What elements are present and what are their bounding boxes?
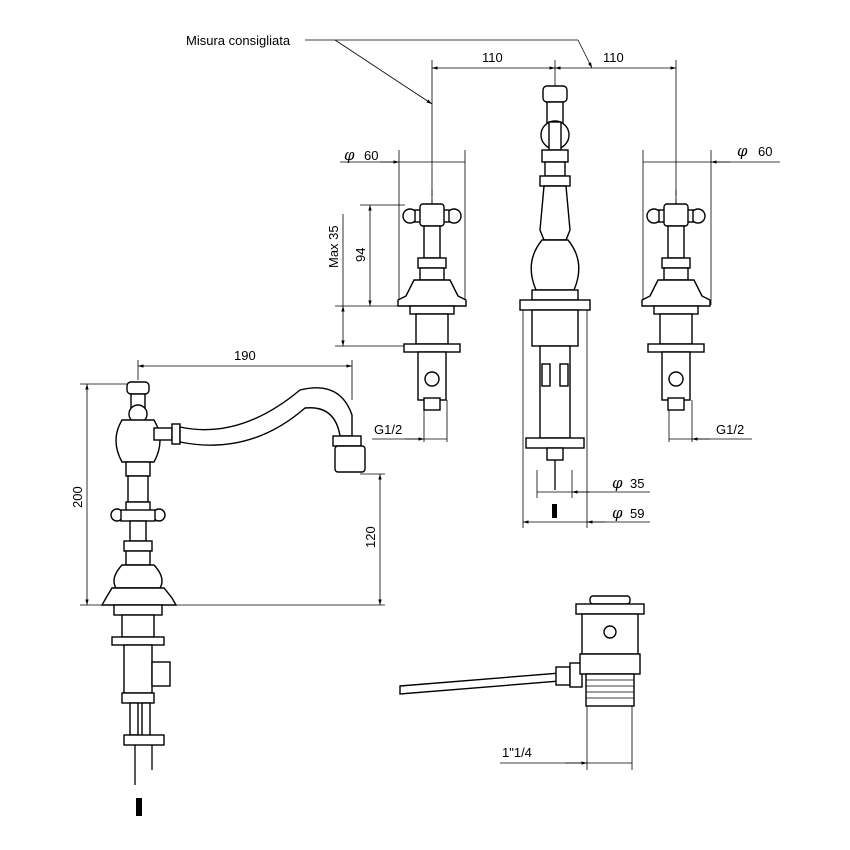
- label-waste-thread: 1"1/4: [502, 745, 532, 760]
- label-spacing-right: 110: [603, 50, 624, 65]
- popup-waste: [399, 595, 645, 770]
- mixer-side-view: [80, 360, 385, 816]
- label-thread-left: G1/2: [374, 422, 402, 437]
- dimension-top: [305, 39, 780, 528]
- label-valve-diameter-left: 60: [364, 148, 378, 163]
- phi-symbol-right: φ: [737, 142, 748, 160]
- label-total-height: 200: [70, 486, 85, 508]
- spout-body-front: [519, 85, 591, 518]
- valve-right: [641, 190, 711, 411]
- phi-symbol-hole: φ: [612, 474, 623, 492]
- label-recommended: Misura consigliata: [186, 33, 291, 48]
- label-spout-reach: 190: [234, 348, 256, 363]
- label-base-diameter: 59: [630, 506, 644, 521]
- label-max: Max 35: [326, 225, 341, 268]
- phi-symbol-left: φ: [344, 146, 355, 164]
- phi-symbol-base: φ: [612, 504, 623, 522]
- label-valve-diameter-right: 60: [758, 144, 772, 159]
- label-thread-right: G1/2: [716, 422, 744, 437]
- valve-left: [397, 190, 467, 411]
- label-hole-diameter: 35: [630, 476, 644, 491]
- dimension-labels: Misura consigliata 110 110 φ 60 φ 60 Max…: [70, 33, 772, 760]
- label-spout-height: 120: [363, 526, 378, 548]
- label-spacing-left: 110: [482, 50, 503, 65]
- label-valve-height: 94: [353, 248, 368, 262]
